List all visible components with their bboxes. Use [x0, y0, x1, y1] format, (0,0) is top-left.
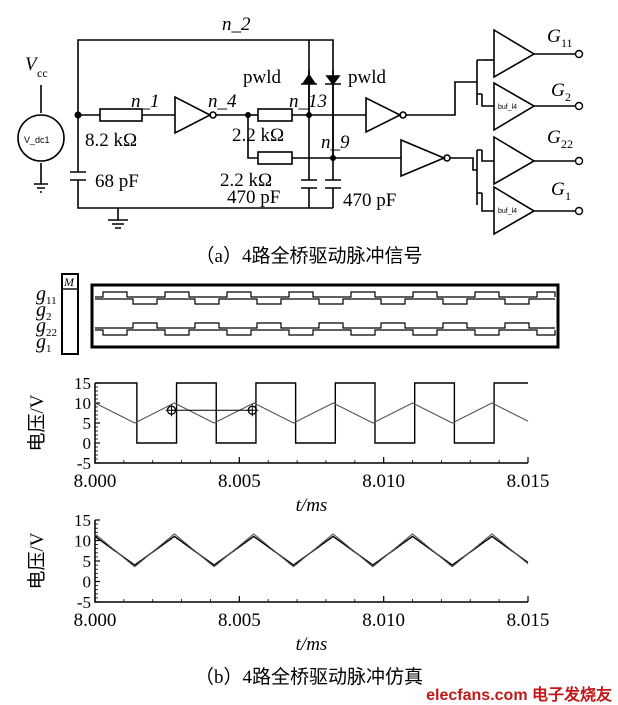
source-label: V_dc1: [24, 135, 50, 145]
axes: [94, 383, 528, 464]
x-tick-label: 8.010: [362, 471, 405, 492]
cursor-cross-1: [165, 404, 178, 417]
output-g22: G: [547, 127, 561, 148]
diode2-label: pwld: [348, 67, 387, 88]
y-tick-label: 5: [83, 414, 92, 433]
y-tick-label: 5: [83, 552, 92, 571]
caption-a: （a）4路全桥驱动脉冲信号: [196, 245, 423, 267]
net-label-n1: n_1: [131, 91, 160, 112]
x-tick-label: 8.015: [507, 610, 550, 631]
circuit-wires: [17, 28, 575, 236]
y-tick-label: 15: [74, 511, 91, 530]
signal-subscript: 1: [46, 343, 52, 355]
trace-g11: [95, 291, 556, 298]
c3-value: 470 pF: [343, 190, 396, 211]
vcc-subscript: cc: [37, 66, 48, 80]
buffer2-label: buf_l4: [498, 208, 517, 215]
x-tick-label: 8.015: [507, 471, 550, 492]
vcc-label: V: [25, 54, 39, 75]
series-1: [95, 382, 528, 444]
digital-panel: [61, 273, 560, 355]
y-axis-label: 电压/V: [26, 532, 48, 589]
series-1: [94, 535, 529, 566]
y-tick-label: 10: [74, 532, 91, 551]
r3-value: 2.2 kΩ: [220, 170, 272, 191]
signal-subscript: 22: [46, 327, 57, 339]
x-tick-label: 8.005: [218, 471, 261, 492]
net-label-n9: n_9: [321, 132, 350, 153]
output-g1-sub: 1: [565, 189, 571, 203]
x-axis-label: t/ms: [296, 495, 328, 516]
trace-g22: [95, 322, 555, 329]
circuit-node-dots: [74, 111, 336, 161]
c1-value: 68 pF: [95, 171, 139, 192]
buffer1-label: buf_l4: [498, 104, 517, 111]
y-tick-label: -5: [77, 454, 91, 473]
series-2: [94, 533, 529, 568]
signal-subscript: 2: [46, 311, 52, 323]
x-tick-label: 8.010: [362, 610, 405, 631]
axes: [94, 520, 528, 603]
trace-g2: [95, 298, 555, 305]
y-tick-label: -5: [77, 593, 91, 612]
signal-subscript: 11: [46, 295, 57, 307]
circuit-labels: V cc V_dc1 n_2 n_1 n_4 n_13 n_9 8.2 kΩ 2…: [24, 14, 573, 215]
r1-value: 8.2 kΩ: [85, 130, 137, 151]
y-tick-label: 0: [83, 573, 92, 592]
digital-label-m: M: [63, 275, 75, 289]
cursor-cross-2: [246, 404, 259, 417]
x-tick-label: 8.000: [74, 471, 117, 492]
output-g22-sub: 22: [561, 137, 573, 151]
output-g11-sub: 11: [561, 36, 573, 50]
net-label-n4: n_4: [208, 91, 237, 112]
y-axis-label: 电压/V: [26, 394, 48, 451]
c2-value: 470 pF: [227, 187, 280, 208]
output-g1: G: [551, 179, 565, 200]
diode1-label: pwld: [243, 67, 282, 88]
net-label-n13: n_13: [289, 91, 327, 112]
y-tick-label: 15: [74, 374, 91, 393]
x-axis-label: t/ms: [296, 634, 328, 655]
y-tick-label: 10: [74, 394, 91, 413]
trace-g1: [95, 329, 556, 336]
output-terminals: [574, 49, 584, 216]
output-g2: G: [551, 80, 565, 101]
y-tick-label: 0: [83, 434, 92, 453]
caption-b: （b）4路全桥驱动脉冲仿真: [195, 666, 423, 688]
r2-value: 2.2 kΩ: [232, 125, 284, 146]
net-label-n2: n_2: [222, 14, 251, 35]
x-tick-label: 8.005: [218, 610, 261, 631]
digital-traces: [95, 291, 556, 336]
output-g2-sub: 2: [565, 90, 571, 104]
output-g11: G: [547, 26, 561, 47]
watermark: elecfans.com 电子发烧友: [426, 685, 613, 704]
x-tick-label: 8.000: [74, 610, 117, 631]
series-2: [94, 402, 529, 424]
chart-2: 15 105 0-58.000 8.005 8.010 8.015 电压/V t/ms: [26, 511, 549, 655]
